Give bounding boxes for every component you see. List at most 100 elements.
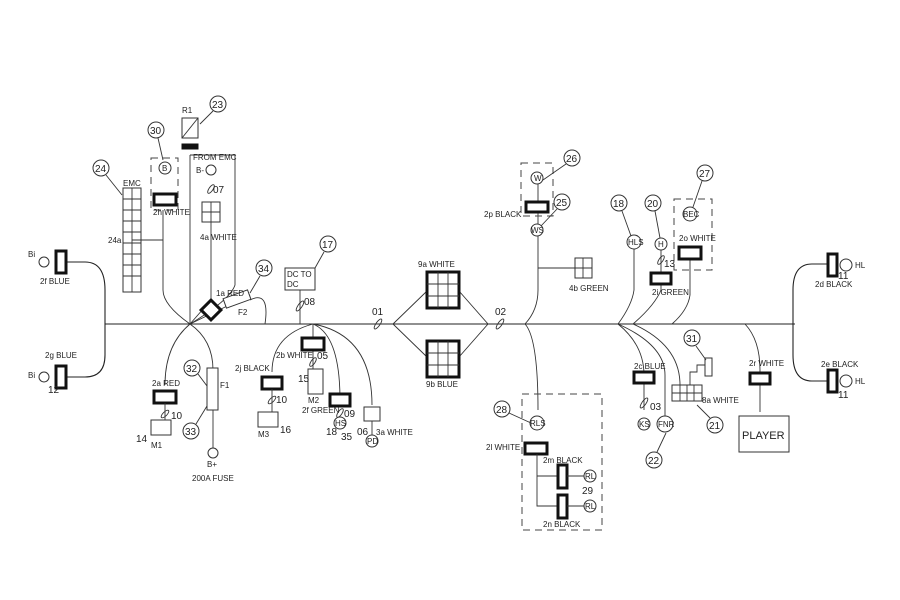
svg-text:3a WHITE: 3a WHITE xyxy=(376,428,413,437)
svg-text:2e BLACK: 2e BLACK xyxy=(821,360,859,369)
fuse-f1 xyxy=(206,367,219,411)
hls-sensor xyxy=(626,234,642,250)
wire-2h xyxy=(162,210,191,325)
connector-2m-black[interactable] xyxy=(556,463,569,490)
connector-2l-white[interactable] xyxy=(523,441,549,456)
callout-21: 21 xyxy=(696,404,724,434)
connector-2b-white[interactable] xyxy=(300,336,326,352)
wire-f1 xyxy=(189,323,214,371)
svg-text:M3: M3 xyxy=(258,430,270,439)
svg-text:15: 15 xyxy=(298,374,310,385)
bi-terminal-bottom-icon xyxy=(38,371,50,383)
svg-text:02: 02 xyxy=(495,307,507,318)
connector-2g-blue[interactable] xyxy=(54,364,68,390)
svg-text:PLAYER: PLAYER xyxy=(742,430,785,442)
relay-diag xyxy=(181,117,199,139)
connector-2a-red[interactable] xyxy=(152,389,178,405)
svg-text:07: 07 xyxy=(213,185,225,196)
rl-lamp-top xyxy=(583,469,597,483)
connector-1a[interactable] xyxy=(198,297,224,323)
b-circle xyxy=(158,161,172,175)
hl-lamp-bottom xyxy=(839,374,853,388)
svg-text:BEC: BEC xyxy=(683,210,700,219)
svg-text:KS: KS xyxy=(639,420,650,429)
svg-text:29: 29 xyxy=(582,486,594,497)
connector-2j-black[interactable] xyxy=(260,375,284,391)
svg-text:03: 03 xyxy=(650,402,662,413)
callout-33: 33 xyxy=(182,405,208,440)
connector-2f-blue[interactable] xyxy=(54,249,68,275)
wire-2o xyxy=(671,260,691,325)
svg-text:26: 26 xyxy=(566,154,578,165)
svg-text:08: 08 xyxy=(304,297,316,308)
connector-2i-green[interactable] xyxy=(649,271,673,286)
svg-text:2n BLACK: 2n BLACK xyxy=(543,520,581,529)
connector-2f-green[interactable] xyxy=(328,392,352,408)
wire-fnr xyxy=(617,323,666,420)
svg-text:HL: HL xyxy=(855,261,866,270)
wire-3a xyxy=(312,323,373,406)
connector-9b-blue[interactable] xyxy=(425,339,461,379)
callout-31: 31 xyxy=(683,329,707,361)
svg-text:2p BLACK: 2p BLACK xyxy=(484,210,522,219)
svg-text:FNR: FNR xyxy=(658,420,675,429)
player-box[interactable] xyxy=(738,415,790,453)
connector-2h[interactable] xyxy=(152,192,178,207)
splice-01 xyxy=(373,318,383,330)
connector-9a-white[interactable] xyxy=(425,270,461,310)
svg-text:01: 01 xyxy=(372,307,384,318)
svg-text:17: 17 xyxy=(322,240,334,251)
svg-text:1a RED: 1a RED xyxy=(216,289,244,298)
svg-text:HS: HS xyxy=(335,419,346,428)
svg-text:10: 10 xyxy=(276,395,288,406)
grid-9b xyxy=(427,341,459,377)
svg-text:B-: B- xyxy=(196,166,204,175)
connector-2e-black[interactable] xyxy=(826,368,839,394)
svg-text:WS: WS xyxy=(531,226,544,235)
svg-text:4b GREEN: 4b GREEN xyxy=(569,284,609,293)
callout-17: 17 xyxy=(314,235,337,269)
wire-hls xyxy=(617,249,635,325)
group-bec-box xyxy=(673,198,713,271)
svg-text:2l WHITE: 2l WHITE xyxy=(486,443,520,452)
rl-lamp-bottom xyxy=(583,499,597,513)
svg-text:200A FUSE: 200A FUSE xyxy=(192,474,234,483)
svg-text:2i GREEN: 2i GREEN xyxy=(652,288,689,297)
svg-text:30: 30 xyxy=(150,126,162,137)
grid-9a xyxy=(427,272,459,308)
connector-2r-white[interactable] xyxy=(748,371,772,386)
connector-2o-white[interactable] xyxy=(677,245,703,261)
callout-30: 30 xyxy=(147,121,165,161)
connector-2p-black[interactable] xyxy=(524,200,550,214)
svg-text:PD: PD xyxy=(367,437,378,446)
motor-m1 xyxy=(150,419,172,436)
svg-text:M2: M2 xyxy=(308,396,320,405)
svg-text:22: 22 xyxy=(648,456,660,467)
wire-8a xyxy=(632,323,681,386)
svg-text:R1: R1 xyxy=(182,106,193,115)
wire-9a-9b xyxy=(392,290,489,358)
svg-text:DC: DC xyxy=(287,280,299,289)
svg-text:2j BLACK: 2j BLACK xyxy=(235,364,270,373)
svg-text:EMC: EMC xyxy=(123,179,141,188)
connector-3a-white[interactable] xyxy=(363,406,381,422)
hs-sensor xyxy=(333,416,347,430)
ws-sensor xyxy=(530,223,544,237)
svg-text:HLS: HLS xyxy=(628,238,644,247)
svg-text:F2: F2 xyxy=(238,308,248,317)
connector-2c-blue[interactable] xyxy=(632,370,656,385)
connector-2d-black[interactable] xyxy=(826,252,839,278)
svg-text:11: 11 xyxy=(838,390,849,401)
svg-text:2b WHITE: 2b WHITE xyxy=(276,351,313,360)
connector-2n-black[interactable] xyxy=(556,493,569,520)
svg-text:23: 23 xyxy=(212,100,224,111)
svg-text:B: B xyxy=(162,164,167,173)
svg-text:16: 16 xyxy=(280,425,292,436)
svg-text:M1: M1 xyxy=(151,441,163,450)
grid-8a xyxy=(672,385,702,401)
connector-31-stem xyxy=(689,364,705,385)
svg-text:25: 25 xyxy=(556,198,568,209)
wire-ws-rls xyxy=(524,178,539,411)
wire-2j xyxy=(271,323,314,373)
